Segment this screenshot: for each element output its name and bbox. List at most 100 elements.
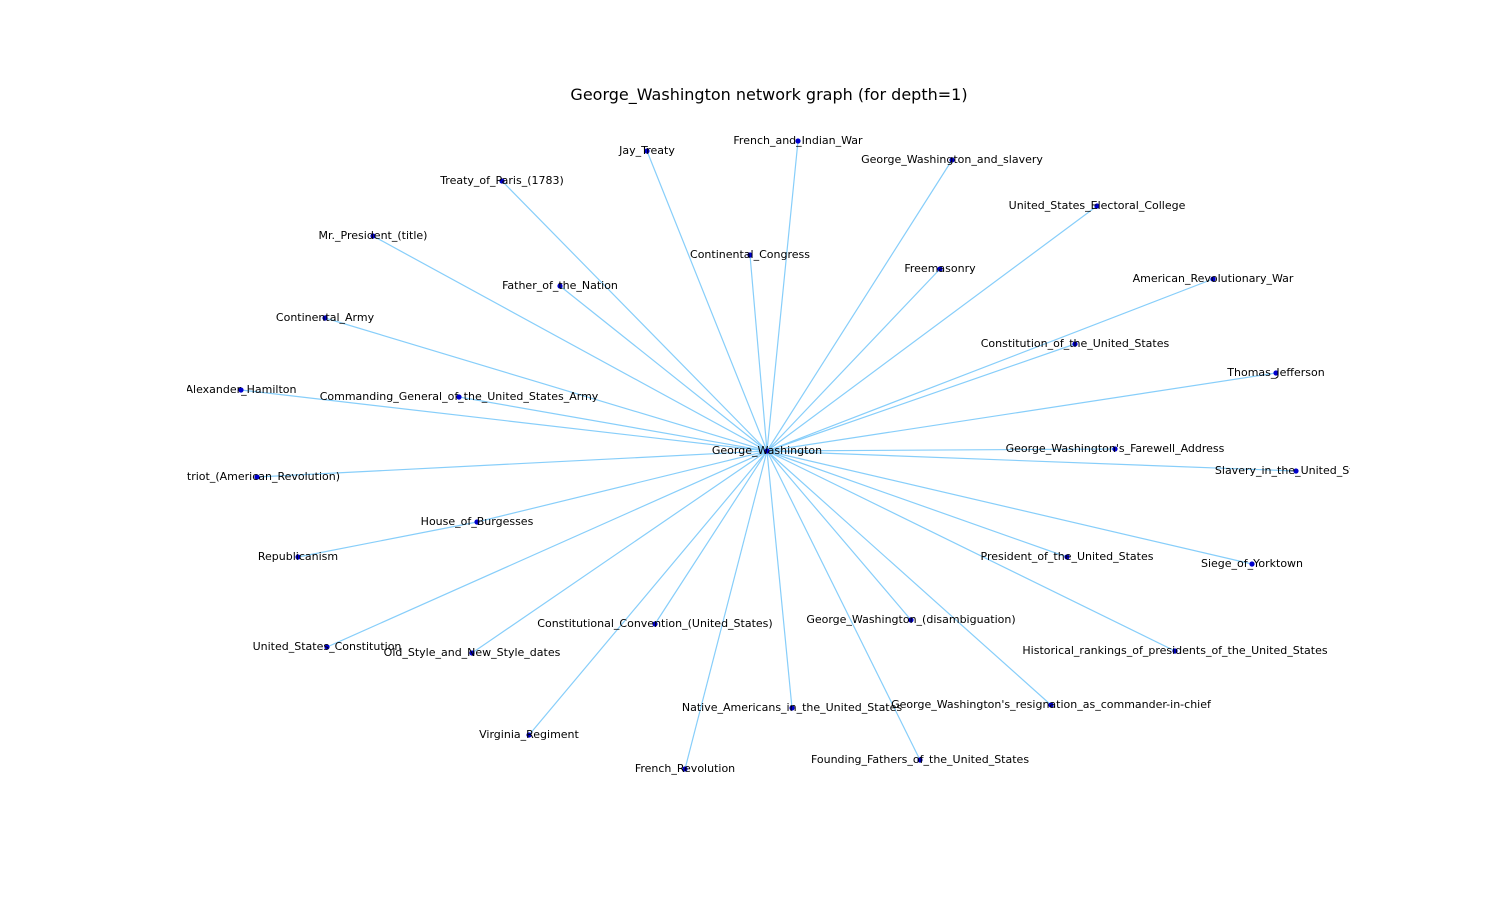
node-label-founding-fathers-of-the-united-states: Founding_Fathers_of_the_United_States <box>811 753 1029 766</box>
node-label-freemasonry: Freemasonry <box>904 262 976 275</box>
node-george-washington <box>764 448 770 454</box>
edge-george-washington-to-virginia-regiment <box>528 450 768 736</box>
node-label-thomas-jefferson: Thomas_Jefferson <box>1226 366 1324 379</box>
node-label-george-washington-s-farewell-address: George_Washington's_Farewell_Address <box>1006 442 1225 455</box>
node-old-style-and-new-style-dates <box>469 650 475 656</box>
node-freemasonry <box>937 266 943 272</box>
edge-george-washington-to-treaty-of-paris-1783 <box>501 180 768 452</box>
edge-george-washington-to-historical-rankings-of-presidents-of-the-united-states <box>766 450 1176 652</box>
node-siege-of-yorktown <box>1249 561 1255 567</box>
node-label-house-of-burgesses: House_of_Burgesses <box>421 515 534 528</box>
node-label-father-of-the-nation: Father_of_the_Nation <box>502 279 618 292</box>
edge-george-washington-to-french-revolution <box>684 450 768 770</box>
edge-george-washington-to-french-and-indian-war <box>766 140 799 452</box>
node-label-george-washington-and-slavery: George_Washington_and_slavery <box>861 153 1043 166</box>
edge-george-washington-to-constitution-of-the-united-states <box>766 343 1076 452</box>
node-label-mr-president-title: Mr._President_(title) <box>319 229 428 242</box>
node-constitutional-convention-united-states <box>652 621 658 627</box>
edge-george-washington-to-siege-of-yorktown <box>766 450 1253 565</box>
node-label-george-washington-disambiguation: George_Washington_(disambiguation) <box>806 613 1015 626</box>
node-father-of-the-nation <box>557 283 563 289</box>
edge-george-washington-to-jay-treaty <box>646 150 768 452</box>
edge-george-washington-to-patriot-american-revolution <box>256 450 768 478</box>
node-label-french-and-indian-war: French_and_Indian_War <box>733 134 863 147</box>
node-label-president-of-the-united-states: President_of_the_United_States <box>981 550 1154 563</box>
node-label-slavery-in-the-united-states: Slavery_in_the_United_States <box>1215 464 1377 477</box>
node-slavery-in-the-united-states <box>1293 468 1299 474</box>
node-virginia-regiment <box>526 732 532 738</box>
edge-george-washington-to-president-of-the-united-states <box>766 450 1068 558</box>
node-commanding-general-of-the-united-states-army <box>456 394 462 400</box>
node-american-revolutionary-war <box>1210 276 1216 282</box>
node-jay-treaty <box>644 148 650 154</box>
nodes-layer <box>238 138 1299 772</box>
edge-george-washington-to-native-americans-in-the-united-states <box>766 450 793 709</box>
edges-layer <box>240 140 1297 770</box>
node-label-french-revolution: French_Revolution <box>635 762 735 775</box>
edge-george-washington-to-continental-congress <box>749 254 768 452</box>
node-label-patriot-american-revolution: Patriot_(American_Revolution) <box>174 470 340 483</box>
node-label-native-americans-in-the-united-states: Native_Americans_in_the_United_States <box>682 701 903 714</box>
node-george-washington-disambiguation <box>908 617 914 623</box>
node-label-virginia-regiment: Virginia_Regiment <box>479 728 579 741</box>
edge-george-washington-to-thomas-jefferson <box>766 372 1277 452</box>
edge-george-washington-to-old-style-and-new-style-dates <box>471 450 768 654</box>
edge-george-washington-to-united-states-electoral-college <box>766 205 1098 452</box>
edge-george-washington-to-constitutional-convention-united-states <box>654 450 768 625</box>
node-label-american-revolutionary-war: American_Revolutionary_War <box>1133 272 1294 285</box>
node-alexander-hamilton <box>238 387 244 393</box>
node-united-states-electoral-college <box>1094 203 1100 209</box>
node-label-treaty-of-paris-1783: Treaty_of_Paris_(1783) <box>439 174 564 187</box>
edge-george-washington-to-continental-army <box>324 317 768 452</box>
node-label-commanding-general-of-the-united-states-army: Commanding_General_of_the_United_States_… <box>320 390 599 403</box>
node-continental-congress <box>747 252 753 258</box>
node-george-washington-s-farewell-address <box>1112 446 1118 452</box>
node-president-of-the-united-states <box>1064 554 1070 560</box>
graph-title: George_Washington network graph (for dep… <box>570 85 967 105</box>
edge-george-washington-to-commanding-general-of-the-united-states-army <box>458 396 768 452</box>
plot-area: George_Washington Jay_Treaty French_and_In… <box>174 134 1377 775</box>
node-label-continental-army: Continental_Army <box>276 311 375 324</box>
node-label-united-states-electoral-college: United_States_Electoral_College <box>1009 199 1186 212</box>
node-label-old-style-and-new-style-dates: Old_Style_and_New_Style_dates <box>384 646 561 659</box>
edge-george-washington-to-founding-fathers-of-the-united-states <box>766 450 921 761</box>
node-republicanism <box>295 554 301 560</box>
edge-george-washington-to-mr-president-title <box>372 235 768 452</box>
node-house-of-burgesses <box>474 519 480 525</box>
node-label-united-states-constitution: United_States_Constitution <box>253 640 402 653</box>
node-constitution-of-the-united-states <box>1072 341 1078 347</box>
node-treaty-of-paris-1783 <box>499 178 505 184</box>
node-patriot-american-revolution <box>254 474 260 480</box>
labels-layer: George_Washington Jay_Treaty French_and_In… <box>174 134 1377 775</box>
edge-george-washington-to-george-washington-disambiguation <box>766 450 912 621</box>
node-label-historical-rankings-of-presidents-of-the-united-states: Historical_rankings_of_presidents_of_the… <box>1022 644 1327 657</box>
node-label-siege-of-yorktown: Siege_of_Yorktown <box>1201 557 1303 570</box>
edge-george-washington-to-george-washington-s-farewell-address <box>766 448 1116 452</box>
node-french-and-indian-war <box>795 138 801 144</box>
edge-george-washington-to-alexander-hamilton <box>240 389 768 452</box>
node-label-continental-congress: Continental_Congress <box>690 248 810 261</box>
node-native-americans-in-the-united-states <box>789 705 795 711</box>
edge-george-washington-to-george-washington-and-slavery <box>766 159 953 452</box>
node-thomas-jefferson <box>1273 370 1279 376</box>
node-label-republicanism: Republicanism <box>258 550 338 563</box>
node-label-alexander-hamilton: Alexander_Hamilton <box>185 383 296 396</box>
node-label-jay-treaty: Jay_Treaty <box>618 144 675 157</box>
node-continental-army <box>322 315 328 321</box>
edge-george-washington-to-american-revolutionary-war <box>766 278 1214 452</box>
node-george-washington-s-resignation-as-commander-in-chief <box>1048 702 1054 708</box>
node-founding-fathers-of-the-united-states <box>917 757 923 763</box>
edge-george-washington-to-george-washington-s-resignation-as-commander-in-chief <box>766 450 1052 706</box>
edge-george-washington-to-house-of-burgesses <box>476 450 768 523</box>
node-label-constitutional-convention-united-states: Constitutional_Convention_(United_States… <box>537 617 772 630</box>
node-label-george-washington-s-resignation-as-commander-in-chief: George_Washington's_resignation_as_comma… <box>891 698 1212 711</box>
node-united-states-constitution <box>324 644 330 650</box>
node-french-revolution <box>682 766 688 772</box>
edge-george-washington-to-freemasonry <box>766 268 941 452</box>
node-label-george-washington: George_Washington <box>712 444 822 457</box>
node-label-constitution-of-the-united-states: Constitution_of_the_United_States <box>981 337 1170 350</box>
node-historical-rankings-of-presidents-of-the-united-states <box>1172 648 1178 654</box>
edge-george-washington-to-united-states-constitution <box>326 450 768 648</box>
